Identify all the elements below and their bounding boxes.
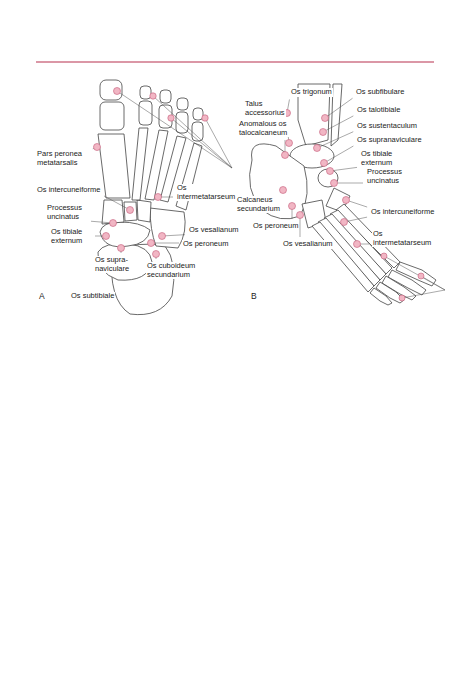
ossicle-dot <box>118 245 125 252</box>
ossicle-dot <box>321 160 328 167</box>
ossicle-dot <box>280 187 287 194</box>
part-label: Os vesalianum <box>188 226 240 235</box>
part-label: Os sustentaculum <box>356 122 418 131</box>
part-label: Os supra- naviculare <box>94 256 132 273</box>
part-label: Os intermetatarseum <box>372 230 414 247</box>
bone-outline <box>192 122 203 141</box>
bone-outline <box>318 218 380 286</box>
bone-outline <box>381 253 387 259</box>
bone-outline <box>114 88 425 302</box>
bone-outline <box>250 84 436 305</box>
ossicle-dot <box>314 145 321 152</box>
bone-outline <box>150 208 185 248</box>
ossicle-dot <box>341 219 348 226</box>
part-label: Os intermetatarseum <box>176 184 222 201</box>
leader-line <box>334 183 363 184</box>
part-label: Processus uncinatus <box>46 204 88 221</box>
bone-outline <box>399 295 405 301</box>
part-label: Talus accessorius <box>244 100 286 117</box>
bone-outline <box>384 256 445 290</box>
bone-outline <box>140 86 151 99</box>
leader-line <box>324 146 353 163</box>
bone-outline <box>117 91 445 298</box>
leader-line <box>325 98 353 118</box>
bone-outline <box>98 134 130 198</box>
bone-outline <box>137 200 151 222</box>
ossicle-dot <box>322 115 329 122</box>
part-label: Os peroneum <box>182 240 229 249</box>
bone-outline <box>100 80 122 100</box>
part-label: Os subfibulare <box>355 88 405 97</box>
panel-letter: A <box>38 292 46 301</box>
bone-outline <box>117 91 232 168</box>
ossicle-dot <box>103 233 110 240</box>
bone-outline <box>100 222 150 247</box>
bone-outline <box>100 102 124 130</box>
part-label: Os vesalianum <box>282 240 334 249</box>
bone-outline <box>150 93 156 99</box>
panel-letter: B <box>250 292 258 301</box>
ossicle-dot <box>297 212 304 219</box>
ossicle-dot <box>153 251 160 258</box>
leader-line <box>151 243 179 244</box>
part-label: Pars peronea metatarsalis <box>36 150 90 167</box>
part-label: Calcaneus secundarium <box>236 196 284 213</box>
bone-outline <box>177 98 188 110</box>
ossicle-dot <box>94 144 101 151</box>
ossicle-dot <box>327 168 334 175</box>
bone-outline <box>193 108 203 120</box>
bone-outline <box>124 202 137 221</box>
part-label: Os cuboideum secundarium <box>146 262 204 279</box>
part-label: Os tibiale externum <box>360 150 402 167</box>
ossicle-dot <box>155 194 162 201</box>
ossicle-dot <box>127 207 134 214</box>
ossicle-dot <box>148 240 155 247</box>
bone-outline <box>312 222 374 292</box>
part-label: Os trigonum <box>290 88 333 97</box>
part-label: Os supranaviculare <box>356 136 423 145</box>
ossicle-dot <box>331 180 338 187</box>
bone-outline <box>160 90 171 103</box>
ossicle-dot <box>286 140 293 147</box>
ossicle-dot <box>343 197 350 204</box>
bone-outline <box>370 288 392 305</box>
ossicle-dot <box>354 241 361 248</box>
part-label: Os intercuneiforme <box>36 186 101 195</box>
bone-outline <box>153 96 232 168</box>
part-label: Os talotibiale <box>356 106 401 115</box>
leader-line <box>330 167 357 171</box>
bone-outline <box>168 115 174 121</box>
bone-outline <box>418 273 424 279</box>
part-label: Os tibiale externum <box>50 228 92 245</box>
ossicle-dot <box>110 220 117 227</box>
bone-outline <box>36 61 434 62</box>
ossicle-dot <box>282 152 289 159</box>
bone-outline <box>114 88 121 95</box>
ossicle-dot <box>159 233 166 240</box>
bone-outline <box>205 118 232 168</box>
part-label: Os intercuneiforme <box>370 208 435 217</box>
ossicle-dot <box>320 129 327 136</box>
bone-outline <box>132 128 148 200</box>
part-label: Anomalous os talocalcaneum <box>238 120 290 137</box>
part-label: Os peroneum <box>252 222 299 231</box>
part-label: Os subtibiale <box>70 292 115 301</box>
leader-line <box>104 196 130 210</box>
bone-outline <box>171 118 232 168</box>
bone-outline <box>202 115 208 121</box>
ossicle-dot <box>289 203 296 210</box>
part-label: Processus uncinatus <box>366 168 410 185</box>
bone-outline <box>402 290 445 298</box>
